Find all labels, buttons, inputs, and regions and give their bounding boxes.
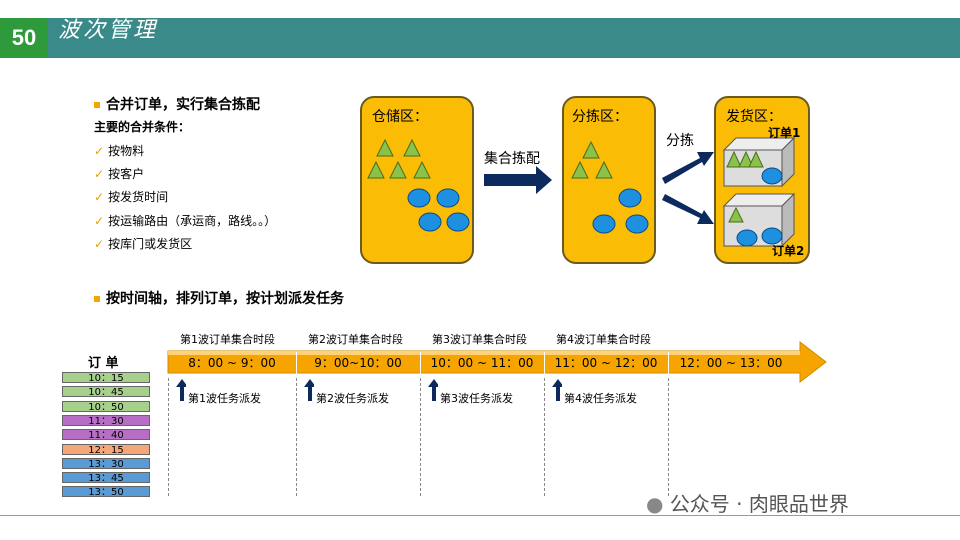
dispatch-arrow-icon <box>552 379 562 401</box>
criteria-label: 按库门或发货区 <box>108 237 193 251</box>
wave-divider-line <box>168 378 169 496</box>
check-icon: ✓ <box>94 214 105 228</box>
consolidate-label: 集合拣配 <box>484 151 540 167</box>
slot-divider <box>544 352 545 374</box>
dispatch-arrow-icon <box>428 379 438 401</box>
page-number: 50 <box>0 18 48 58</box>
criteria-label: 按运输路由（承运商，路线。。） <box>108 214 277 228</box>
criteria-label: 按客户 <box>108 167 145 181</box>
warehouse-zone-label: 仓储区： <box>372 109 428 125</box>
order-time-box: 10：45 <box>62 386 150 398</box>
consolidate-arrow-icon <box>484 166 552 194</box>
wechat-icon: ● <box>646 492 664 516</box>
order-time-box: 10：50 <box>62 400 150 413</box>
order-time-box: 13：45 <box>62 472 150 484</box>
criteria-item: ✓按运输路由（承运商，路线。。） <box>94 212 276 229</box>
sorting-zone-label: 分拣区： <box>572 109 628 125</box>
order-time-box: 13：50 <box>62 486 150 498</box>
criteria-item: ✓按库门或发货区 <box>94 235 192 252</box>
timeline-arrow-icon <box>167 340 827 384</box>
watermark: ● 公众号 · 肉眼品世界 <box>646 488 849 517</box>
watermark-text: 公众号 · 肉眼品世界 <box>669 492 849 516</box>
criteria-subheading: 主要的合并条件： <box>94 120 191 134</box>
time-slot: 11：00 ~ 12：00 <box>554 356 658 370</box>
order2-box-icon <box>722 192 796 248</box>
order-time-box: 10：15 <box>62 372 150 384</box>
time-slot: 10：00 ~ 11：00 <box>430 356 534 370</box>
orders-heading: 订 单 <box>88 356 119 371</box>
criteria-label: 按物料 <box>108 144 145 158</box>
order2-label: 订单2 <box>772 244 805 258</box>
section2-heading: 按时间轴，排列订单，按计划派发任务 <box>94 288 344 308</box>
criteria-item: ✓按客户 <box>94 165 144 182</box>
wave-divider-line <box>544 378 545 496</box>
check-icon: ✓ <box>94 167 105 181</box>
footer-divider <box>0 515 960 516</box>
dispatch-label: 第2波任务派发 <box>316 392 389 405</box>
shipping-zone-label: 发货区： <box>726 109 782 125</box>
wave-label: 第2波订单集合时段 <box>308 333 403 346</box>
circle-icons-warehouse <box>407 188 470 232</box>
order1-box-icon <box>722 136 796 188</box>
wave-label: 第3波订单集合时段 <box>432 333 527 346</box>
check-icon: ✓ <box>94 190 105 204</box>
triangle-icons-warehouse <box>367 138 431 179</box>
sort-label: 分拣 <box>666 133 694 149</box>
time-slot: 8：00 ~ 9：00 <box>188 356 276 370</box>
order1-label: 订单1 <box>768 126 801 140</box>
dispatch-label: 第3波任务派发 <box>440 392 513 405</box>
slot-divider <box>296 352 297 374</box>
wave-label: 第4波订单集合时段 <box>556 333 651 346</box>
wave-label: 第1波订单集合时段 <box>180 333 275 346</box>
time-slot: 9：00~10：00 <box>314 356 402 370</box>
order-time-box: 11：30 <box>62 414 150 427</box>
split-arrow-icons <box>662 152 714 224</box>
bullet-square-icon <box>94 296 100 302</box>
criteria-item: ✓按物料 <box>94 142 144 159</box>
check-icon: ✓ <box>94 144 105 158</box>
criteria-label: 按发货时间 <box>108 190 169 204</box>
triangle-icons-sorting <box>571 140 613 179</box>
slot-divider <box>420 352 421 374</box>
order-time-box: 11：40 <box>62 429 150 441</box>
order-time-box: 13：30 <box>62 457 150 470</box>
dispatch-arrow-icon <box>304 379 314 401</box>
sorting-zone <box>562 96 656 264</box>
dispatch-label: 第1波任务派发 <box>188 392 261 405</box>
slot-divider <box>668 352 669 374</box>
warehouse-zone <box>360 96 474 264</box>
check-icon: ✓ <box>94 237 105 251</box>
wave-divider-line <box>668 378 669 496</box>
wave-divider-line <box>420 378 421 496</box>
criteria-item: ✓按发货时间 <box>94 188 168 205</box>
header-bar <box>0 18 960 58</box>
section1-heading-text: 合并订单，实行集合拣配 <box>106 97 260 113</box>
dispatch-label: 第4波任务派发 <box>564 392 637 405</box>
section1-heading: 合并订单，实行集合拣配 <box>94 94 260 114</box>
circle-icons-sorting <box>592 188 649 234</box>
flow-diagram-graphics <box>367 136 796 248</box>
section2-heading-text: 按时间轴，排列订单，按计划派发任务 <box>106 291 344 307</box>
bullet-square-icon <box>94 102 100 108</box>
page-title: 波次管理 <box>58 18 159 43</box>
order-time-box: 12：15 <box>62 443 150 456</box>
time-slot: 12：00 ~ 13：00 <box>679 356 783 370</box>
dispatch-arrow-icon <box>176 379 186 401</box>
wave-divider-line <box>296 378 297 496</box>
